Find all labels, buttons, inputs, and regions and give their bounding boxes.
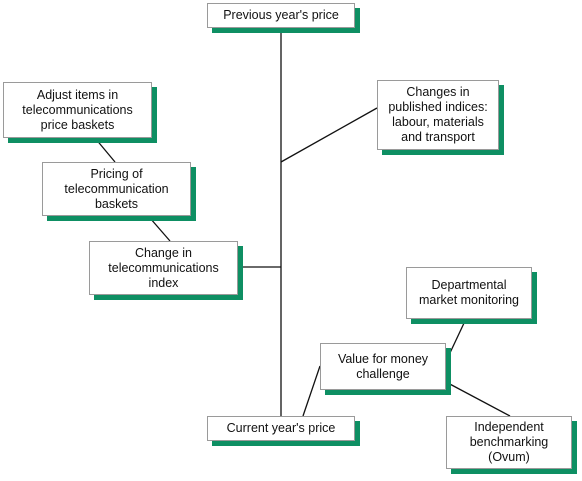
node-departmental-monitoring: Departmental market monitoring (406, 267, 532, 319)
connector-value-to-benchmarking (445, 381, 511, 417)
node-changes-indices-label: Changes in published indices: labour, ma… (388, 85, 488, 144)
node-pricing-baskets-label: Pricing of telecommunication baskets (64, 166, 169, 211)
node-value-for-money-label: Value for money challenge (337, 351, 429, 381)
node-independent-benchmarking: Independent benchmarking (Ovum) (446, 416, 572, 469)
node-changes-indices: Changes in published indices: labour, ma… (377, 80, 499, 150)
connector-indices-to-spine (280, 107, 378, 163)
node-value-for-money: Value for money challenge (320, 343, 446, 390)
node-departmental-monitoring-label: Departmental market monitoring (418, 278, 520, 307)
node-independent-benchmarking-label: Independent benchmarking (Ovum) (469, 420, 549, 464)
node-adjust-items: Adjust items in telecommunications price… (3, 82, 152, 138)
node-current-price: Current year's price (207, 416, 355, 441)
connector-pricing-to-index (149, 217, 171, 242)
node-current-price-label: Current year's price (226, 421, 336, 435)
connector-monitoring-to-value (448, 320, 466, 356)
node-previous-price: Previous year's price (207, 3, 355, 28)
node-change-index: Change in telecommunications index (89, 241, 238, 295)
connector-adjust-to-pricing (94, 137, 116, 163)
node-pricing-baskets: Pricing of telecommunication baskets (42, 162, 191, 216)
connector-value-to-current (302, 365, 321, 417)
node-adjust-items-label: Adjust items in telecommunications price… (22, 87, 133, 132)
node-change-index-label: Change in telecommunications index (108, 245, 219, 290)
node-previous-price-label: Previous year's price (223, 8, 339, 22)
